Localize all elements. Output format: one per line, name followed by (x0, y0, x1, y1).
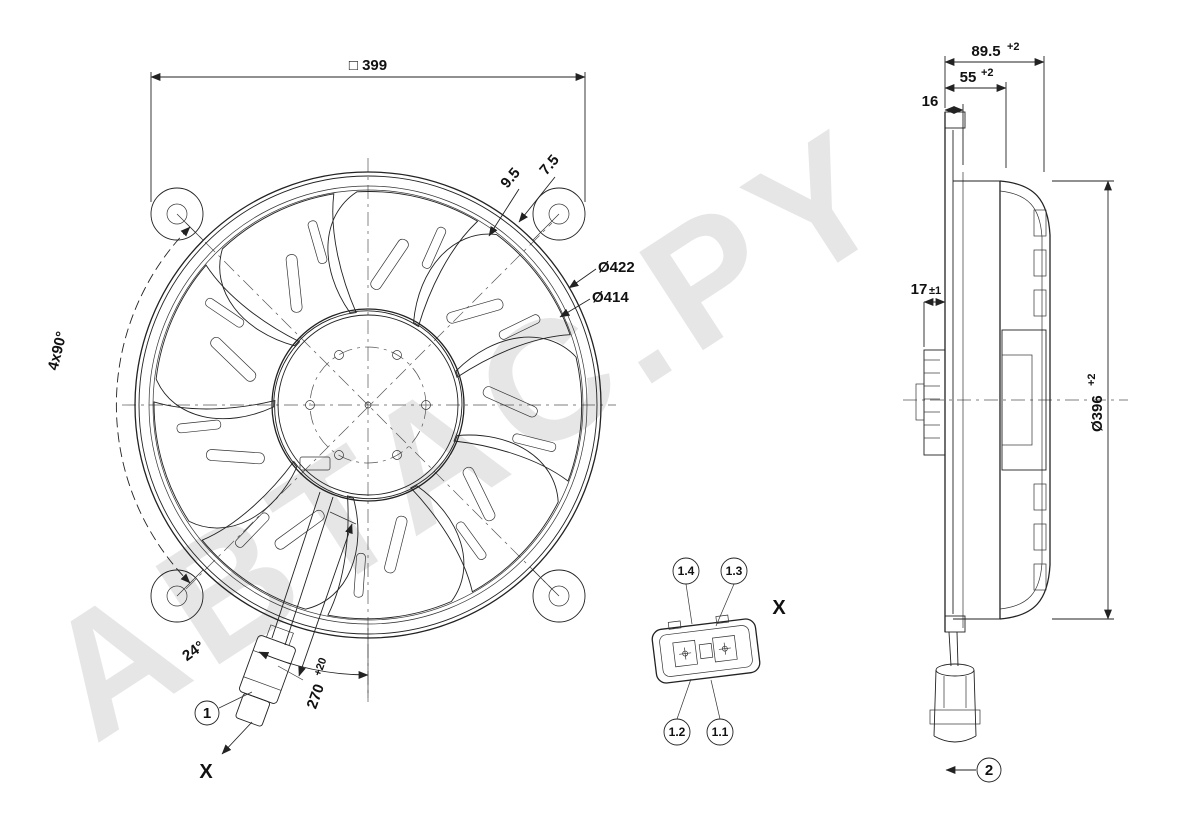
detail-x-title: X (772, 597, 786, 619)
svg-text:+2: +2 (1086, 373, 1098, 386)
mounting-tab (532, 569, 586, 623)
svg-text:89.5: 89.5 (971, 43, 1000, 60)
view-x-arrow: X (199, 721, 253, 783)
mounting-tab (532, 187, 586, 241)
cable-length-label: 270 +20 (304, 656, 330, 711)
svg-text:+2: +2 (981, 67, 994, 79)
dim-square-label: □ 399 (349, 57, 387, 74)
svg-text:±1: ±1 (929, 285, 941, 297)
dim-7-5-label: 7.5 (536, 152, 562, 179)
callout-1-4: 1.4 (672, 557, 700, 625)
dim-diameters: Ø422 Ø414 (559, 259, 635, 318)
fan-hub (271, 308, 465, 502)
detail-x: X 1.4 (651, 557, 786, 746)
svg-text:55: 55 (960, 69, 977, 86)
svg-text:+20: +20 (312, 656, 330, 678)
callout-1-2: 1.2 (663, 678, 692, 746)
dia-414-label: Ø414 (592, 289, 629, 306)
svg-text:2: 2 (985, 762, 993, 779)
side-flange (944, 111, 966, 633)
side-motor (915, 349, 946, 456)
side-blade-edges (1033, 209, 1047, 591)
connector-detail (651, 614, 761, 684)
svg-text:1.2: 1.2 (669, 725, 686, 739)
svg-text:Ø396: Ø396 (1089, 395, 1106, 432)
connector-pin (679, 647, 692, 660)
callout-1-1: 1.1 (706, 679, 734, 746)
hub-bolt-holes (305, 350, 431, 460)
view-x-label: X (199, 761, 213, 783)
hub-label (299, 456, 331, 471)
side-cable-plug (929, 631, 981, 743)
side-view: 89.5 +2 55 +2 16 17 ±1 (903, 41, 1128, 783)
dim-motor-depth: 17 ±1 (911, 281, 946, 347)
side-housing (915, 172, 1051, 628)
side-hub (1001, 329, 1047, 471)
front-view: □ 399 9.5 7.5 Ø422 Ø414 4x90° (45, 57, 635, 783)
center-lines (122, 158, 616, 702)
svg-text:17: 17 (911, 281, 928, 298)
dim-9-5-label: 9.5 (497, 165, 523, 192)
dim-flange-offset: 16 (922, 93, 964, 165)
dim-depth-housing: 55 +2 (944, 67, 1007, 168)
svg-text:1: 1 (203, 705, 211, 722)
svg-text:1.1: 1.1 (712, 725, 729, 739)
svg-text:16: 16 (922, 93, 939, 110)
watermark: ABTAC.PY (12, 89, 928, 776)
balloon-2: 2 (945, 757, 1002, 783)
dia-422-label: Ø422 (598, 259, 635, 276)
angle-4x90-label: 4x90° (45, 330, 71, 372)
dim-square-399: □ 399 (150, 57, 586, 202)
svg-text:+2: +2 (1007, 41, 1020, 53)
mounting-tab (150, 187, 204, 241)
connector-pin (718, 642, 731, 655)
callout-1-3: 1.3 (715, 557, 748, 627)
svg-text:1.3: 1.3 (726, 564, 743, 578)
svg-text:270: 270 (304, 682, 329, 711)
balloon-1: 1 (194, 691, 253, 726)
svg-text:1.4: 1.4 (678, 564, 695, 578)
dim-depth-total: 89.5 +2 (944, 41, 1045, 172)
mounting-tab (150, 569, 204, 623)
dim-ring-diameter: Ø396 +2 (1052, 180, 1114, 620)
